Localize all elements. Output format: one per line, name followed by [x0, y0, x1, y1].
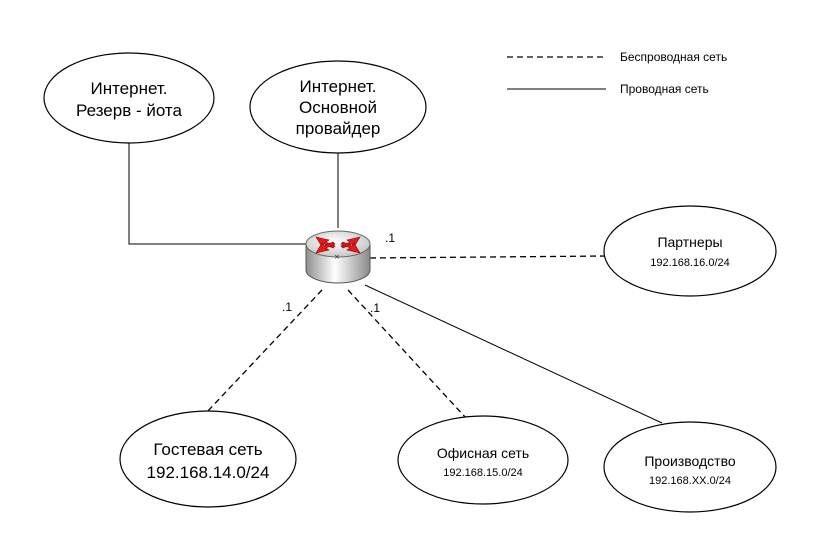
- node-partners-name: Партнеры: [657, 234, 722, 250]
- link-partners: [369, 255, 607, 259]
- node-office-subnet: 192.168.15.0/24: [443, 467, 523, 479]
- node-guest: Гостевая сеть 192.168.14.0/24: [119, 410, 297, 508]
- node-internet-backup-line1: Интернет.: [90, 79, 167, 98]
- interface-label-partners: .1: [385, 231, 395, 245]
- node-guest-name: Гостевая сеть: [153, 440, 262, 459]
- node-internet-main-line1: Интернет.: [299, 77, 376, 96]
- link-guest: [205, 289, 323, 414]
- legend-wireless-label: Беспроводная сеть: [620, 50, 727, 64]
- link-production: [364, 284, 663, 424]
- node-internet-backup-line2: Резерв - йота: [76, 101, 182, 120]
- link-office: [347, 289, 467, 419]
- router-icon: ×: [305, 230, 371, 284]
- interface-label-guest: .1: [282, 300, 292, 314]
- node-partners-subnet: 192.168.16.0/24: [650, 257, 730, 269]
- node-internet-main-line2: Основной: [299, 98, 377, 117]
- node-production: Производство 192.168.XX.0/24: [603, 421, 777, 513]
- node-partners: Партнеры 192.168.16.0/24: [603, 205, 777, 297]
- connections: [128, 143, 663, 424]
- node-internet-main-line3: провайдер: [296, 119, 381, 138]
- node-office: Офисная сеть 192.168.15.0/24: [397, 415, 569, 505]
- svg-text:×: ×: [334, 253, 340, 261]
- node-production-name: Производство: [644, 453, 735, 469]
- interface-label-office: .1: [370, 301, 380, 315]
- link-internet-backup: [128, 143, 310, 245]
- node-production-subnet: 192.168.XX.0/24: [649, 475, 731, 487]
- legend-wired-label: Проводная сеть: [620, 82, 709, 96]
- legend: Беспроводная сеть Проводная сеть: [507, 50, 727, 96]
- node-guest-subnet: 192.168.14.0/24: [147, 463, 270, 482]
- node-internet-backup: Интернет. Резерв - йота: [43, 52, 215, 144]
- node-office-name: Офисная сеть: [437, 445, 529, 461]
- node-internet-main: Интернет. Основной провайдер: [249, 60, 427, 154]
